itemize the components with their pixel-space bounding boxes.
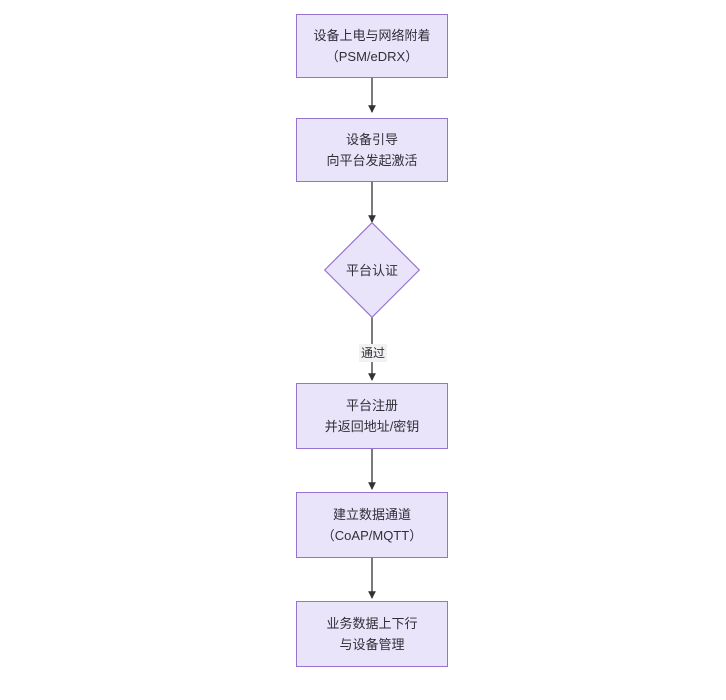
node-text-line: 与设备管理	[339, 637, 405, 652]
node-platform-auth-decision[interactable]: 平台认证	[324, 222, 420, 318]
node-text-line: 业务数据上下行	[326, 616, 418, 631]
diamond-shape-icon	[324, 222, 420, 318]
edge-n4-n5	[368, 447, 376, 491]
edge-label-pass: 通过	[358, 344, 388, 362]
node-device-power-on[interactable]: 设备上电与网络附着 （PSM/eDRX）	[296, 14, 448, 78]
edge-n2-n3	[368, 182, 376, 224]
node-text-line: 向平台发起激活	[326, 153, 418, 168]
edge-n1-n2	[368, 78, 376, 114]
node-text-line: 平台认证	[345, 262, 398, 278]
node-text-line: 建立数据通道	[332, 507, 411, 522]
node-text-line: （CoAP/MQTT）	[321, 528, 423, 543]
node-text-line: 并返回地址/密钥	[324, 419, 420, 434]
node-establish-data-channel[interactable]: 建立数据通道 （CoAP/MQTT）	[296, 492, 448, 558]
node-text-line: （PSM/eDRX）	[325, 49, 419, 64]
node-business-data-and-device-management[interactable]: 业务数据上下行 与设备管理	[296, 601, 448, 667]
edge-n5-n6	[368, 556, 376, 600]
node-device-bootstrap[interactable]: 设备引导 向平台发起激活	[296, 118, 448, 182]
node-text-line: 设备引导	[345, 132, 398, 147]
node-platform-register[interactable]: 平台注册 并返回地址/密钥	[296, 383, 448, 449]
node-text-line: 平台注册	[345, 398, 398, 413]
node-text-line: 设备上电与网络附着	[313, 28, 431, 43]
